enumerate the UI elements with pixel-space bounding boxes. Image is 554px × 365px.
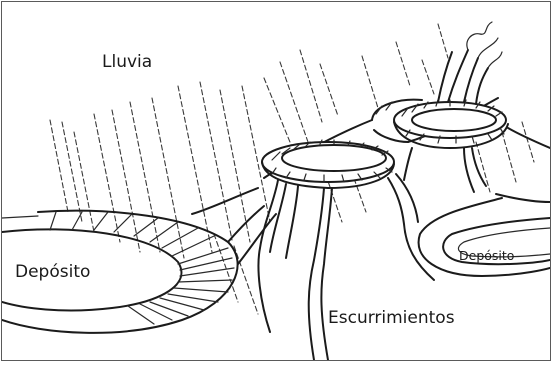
left-deposit-label: Depósito <box>15 264 90 281</box>
upper-pond <box>372 100 508 148</box>
landscape-drawing <box>2 2 550 360</box>
rain-label: Lluvia <box>102 54 152 71</box>
right-deposit-label: Depósito <box>459 250 514 263</box>
middle-pond <box>262 140 394 188</box>
top-overflow-streams <box>438 22 502 104</box>
right-deposit-basin <box>419 194 550 276</box>
runoff-diagram: Lluvia Depósito Depósito Escurrimientos <box>1 1 551 361</box>
runoff-label: Escurrimientos <box>328 310 455 327</box>
